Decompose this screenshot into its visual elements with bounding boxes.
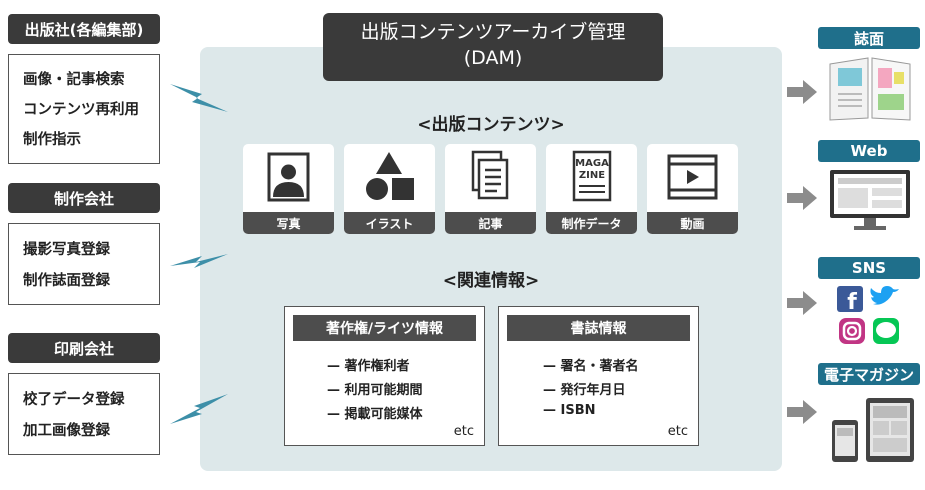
dam-subtitle: (DAM) <box>463 47 523 69</box>
magazine-cover-text: ZINE <box>579 170 605 181</box>
magazine-cover-text: MAGA <box>575 158 609 169</box>
output-label-emagazine: 電子マガジン <box>818 363 920 385</box>
rights-etc: etc <box>453 424 474 439</box>
publisher-box: 画像・記事検索 コンテンツ再利用 制作指示 <box>8 54 160 164</box>
magazine-pages-icon <box>829 57 911 121</box>
dam-title: 出版コンテンツアーカイブ管理 <box>360 21 626 43</box>
rights-info-title: 著作権/ライツ情報 <box>293 315 476 341</box>
publisher-item: 制作指示 <box>23 132 81 148</box>
printer-item: 校了データ登録 <box>23 392 125 408</box>
dam-title-box: 出版コンテンツアーカイブ管理 (DAM) <box>323 13 663 81</box>
biblio-info-title: 書誌情報 <box>507 315 690 341</box>
biblio-info-item: — 発行年月日 <box>543 383 626 398</box>
arrow-right-icon <box>787 400 817 424</box>
contents-heading: <出版コンテンツ> <box>417 115 565 135</box>
production-item: 制作誌面登録 <box>23 273 110 289</box>
related-heading: <関連情報> <box>442 271 540 291</box>
arrow-right-icon <box>787 186 817 210</box>
rights-info-item: — 利用可能期間 <box>327 383 423 398</box>
social-media-icons: f <box>837 286 899 344</box>
org-label-printer: 印刷会社 <box>8 333 160 363</box>
biblio-info-item: — ISBN <box>543 403 596 418</box>
card-photo: 写真 <box>243 144 334 234</box>
card-label: 記事 <box>445 212 536 234</box>
lightning-icon <box>170 84 228 112</box>
rights-info-item: — 掲載可能媒体 <box>327 407 423 422</box>
output-label-sns: SNS <box>818 257 920 279</box>
biblio-etc: etc <box>667 424 688 439</box>
org-label-production: 制作会社 <box>8 183 160 213</box>
publisher-item: 画像・記事検索 <box>23 72 125 88</box>
arrow-right-icon <box>787 80 817 104</box>
publisher-item: コンテンツ再利用 <box>23 102 139 118</box>
org-label-publisher: 出版社(各編集部) <box>8 14 160 44</box>
output-label-print: 誌面 <box>818 27 920 49</box>
card-illustration: イラスト <box>344 144 435 234</box>
production-box: 撮影写真登録 制作誌面登録 <box>8 223 160 305</box>
shapes-icon <box>366 152 414 200</box>
lightning-icon <box>170 394 228 424</box>
card-label: 動画 <box>647 212 738 234</box>
card-production-data: MAGA ZINE 制作データ <box>546 144 637 234</box>
document-icon <box>471 150 509 200</box>
svg-text:f: f <box>847 290 857 315</box>
lightning-icon <box>170 254 228 268</box>
magazine-icon: MAGA ZINE <box>572 150 612 202</box>
card-label: 制作データ <box>546 212 637 234</box>
card-video: 動画 <box>647 144 738 234</box>
video-film-icon <box>667 154 718 200</box>
printer-box: 校了データ登録 加工画像登録 <box>8 373 160 455</box>
card-article: 記事 <box>445 144 536 234</box>
desktop-monitor-icon <box>830 170 910 230</box>
card-label: 写真 <box>243 212 334 234</box>
biblio-info-box: 書誌情報 — 署名・著者名 — 発行年月日 — ISBN etc <box>498 306 699 446</box>
biblio-info-item: — 署名・著者名 <box>543 359 639 374</box>
tablet-devices-icon <box>832 398 914 462</box>
rights-info-item: — 著作権利者 <box>327 359 410 374</box>
photo-portrait-icon <box>267 152 310 202</box>
production-item: 撮影写真登録 <box>23 242 110 258</box>
rights-info-box: 著作権/ライツ情報 — 著作権利者 — 利用可能期間 — 掲載可能媒体 etc <box>284 306 485 446</box>
arrow-right-icon <box>787 291 817 315</box>
printer-item: 加工画像登録 <box>23 423 110 439</box>
output-label-web: Web <box>818 140 920 162</box>
card-label: イラスト <box>344 212 435 234</box>
